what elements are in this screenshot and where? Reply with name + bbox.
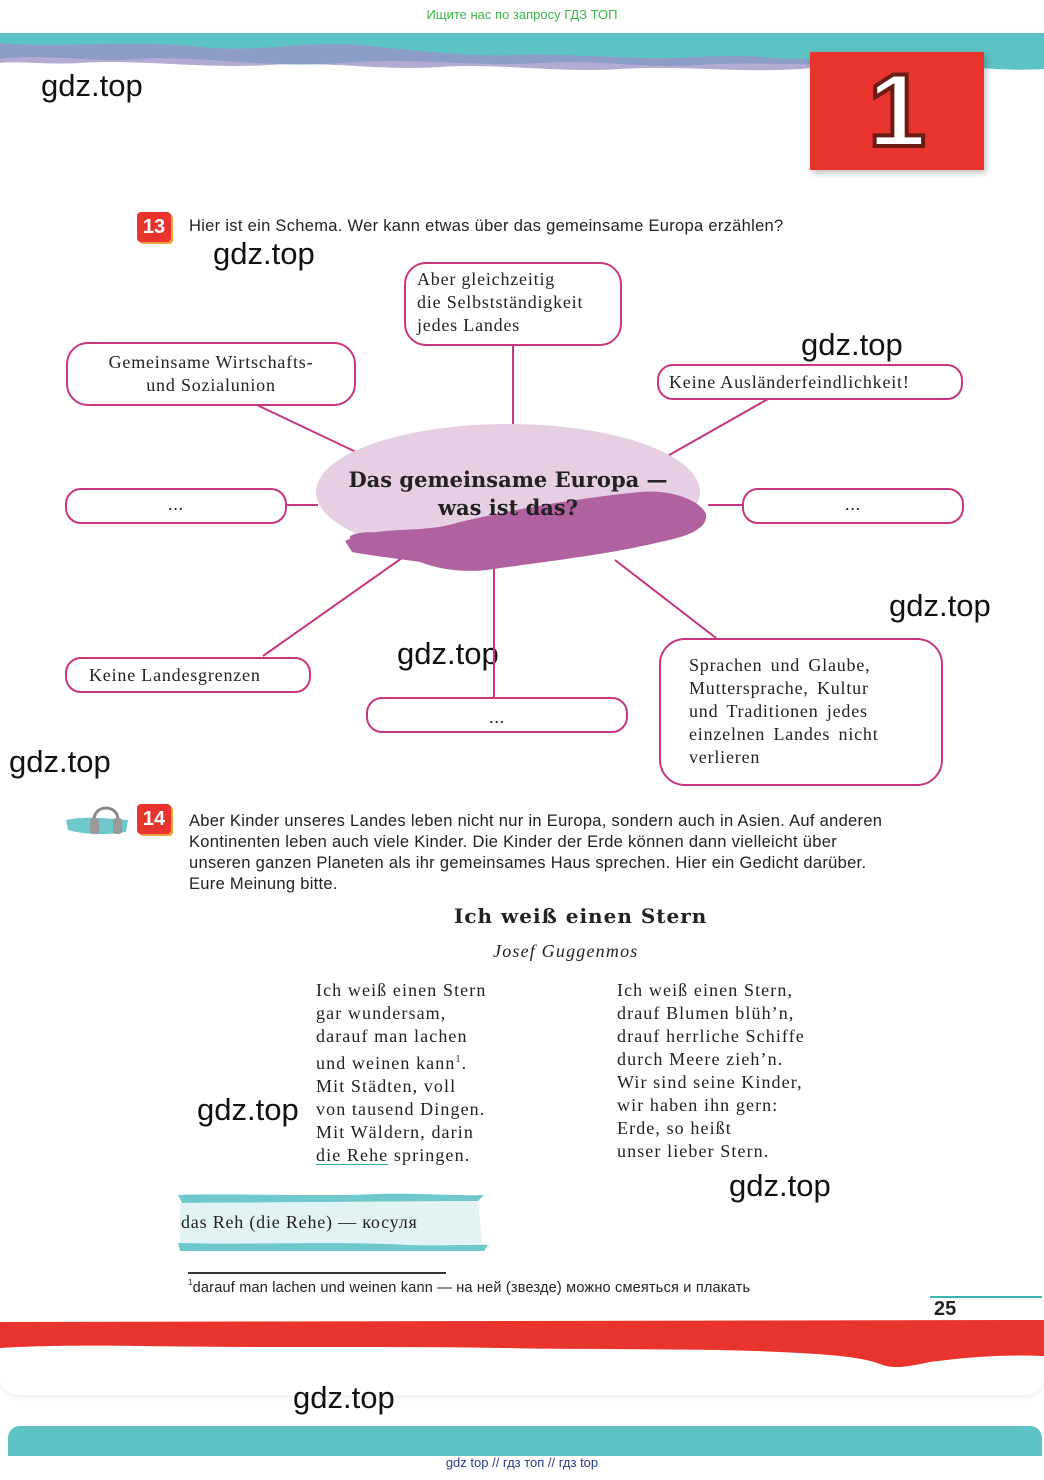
poem-right-column: Ich weiß einen Stern, drauf Blumen blüh’… <box>617 979 805 1163</box>
footnote-separator <box>188 1272 446 1274</box>
vocab-entry: das Reh (die Rehe) — косуля <box>181 1212 418 1232</box>
poem-line: drauf Blumen blüh’n, <box>617 1003 795 1023</box>
node-line: jedes Landes <box>417 315 521 335</box>
watermark: gdz.top <box>213 236 315 271</box>
poem-line-text: und weinen kann <box>316 1053 456 1073</box>
top-note: Ищите нас по запросу ГДЗ ТОП <box>426 7 618 22</box>
mindmap-center: Das gemeinsame Europa — was ist das? <box>318 466 698 522</box>
task-14-instruction: Aber Kinder unseres Landes leben nicht n… <box>189 811 979 895</box>
watermark: gdz.top <box>889 588 991 623</box>
footnote: 1darauf man lachen und weinen kann — на … <box>188 1278 750 1296</box>
node-line: Aber gleichzeitig <box>417 269 556 289</box>
mindmap-node-bottom-left: Keine Landesgrenzen <box>65 657 311 693</box>
task-14-line: Aber Kinder unseres Landes leben nicht n… <box>189 812 883 830</box>
poem-line: darauf man lachen <box>316 1026 468 1046</box>
poem-left-column: Ich weiß einen Stern gar wundersam, dara… <box>316 979 486 1167</box>
mindmap-node-top: Aber gleichzeitig die Selbstständigkeit … <box>404 262 622 346</box>
poem-line-text: springen. <box>393 1145 471 1165</box>
poem-author: Josef Guggenmos <box>493 941 639 961</box>
top-band-decoration <box>0 33 1044 71</box>
mindmap-center-line1: Das gemeinsame Europa — <box>348 467 668 492</box>
poem-line: von tausend Dingen. <box>316 1099 486 1119</box>
footnote-text: darauf man lachen und weinen kann — на н… <box>192 1280 751 1296</box>
headphones-icon <box>66 806 128 835</box>
watermark: gdz.top <box>397 636 499 671</box>
poem-line: und weinen kann1. <box>316 1048 486 1075</box>
watermark: gdz.top <box>729 1168 831 1203</box>
task-14-line: Eure Meinung bitte. <box>189 875 338 893</box>
task-13-instruction: Hier ist ein Schema. Wer kann etwas über… <box>189 217 784 235</box>
poem-line: durch Meere zieh’n. <box>617 1049 784 1069</box>
page-number-line <box>930 1296 1042 1298</box>
task-14-badge: 14 <box>137 804 171 834</box>
poem-title: Ich weiß einen Stern <box>454 904 708 928</box>
bottom-note: gdz top // гдз топ // гдз top <box>445 1455 599 1470</box>
task-14-line: Kontinenten leben auch viele Kinder. Die… <box>189 833 838 851</box>
poem-line: Wir sind seine Kinder, <box>617 1072 803 1092</box>
node-line: die Selbstständigkeit <box>417 292 584 312</box>
mindmap-node-mid-right: ... <box>742 488 964 524</box>
poem-line: Mit Städten, voll <box>316 1076 457 1096</box>
vocab-highlight: die Rehe <box>316 1145 389 1165</box>
mindmap-center-line2: was ist das? <box>437 495 579 520</box>
watermark: gdz.top <box>801 327 903 362</box>
bottom-band-decoration <box>0 1320 1044 1368</box>
node-line: und Sozialunion <box>146 375 276 395</box>
node-line: verlieren <box>689 747 761 767</box>
bottom-teal-band <box>8 1426 1042 1456</box>
watermark: gdz.top <box>9 744 111 779</box>
mindmap-node-bottom-mid: ... <box>366 697 628 733</box>
task-14-line: unseren ganzen Planeten als ihr gemeinsa… <box>189 854 867 872</box>
node-line: Gemeinsame Wirtschafts- <box>108 352 314 372</box>
mindmap-connectors <box>256 344 769 697</box>
poem-line: Erde, so heißt <box>617 1118 732 1138</box>
chapter-number-box: 1 <box>810 51 984 171</box>
watermark: gdz.top <box>41 68 143 103</box>
poem-line: gar wundersam, <box>316 1003 447 1023</box>
page-number: 25 <box>934 1298 957 1320</box>
watermark: gdz.top <box>293 1380 395 1415</box>
poem-line: drauf herrliche Schiffe <box>617 1026 805 1046</box>
node-line: einzelnen Landes nicht <box>689 724 879 744</box>
mindmap-node-bottom-right: Sprachen und Glaube, Muttersprache, Kult… <box>659 638 943 786</box>
footnote-mark: 1 <box>188 1278 193 1287</box>
node-line: und Traditionen jedes <box>689 701 868 721</box>
watermark: gdz.top <box>197 1092 299 1127</box>
node-line: Muttersprache, Kultur <box>689 678 869 698</box>
node-line: Sprachen und Glaube, <box>689 655 871 675</box>
mindmap-node-top-left: Gemeinsame Wirtschafts- und Sozialunion <box>66 342 356 406</box>
task-13-badge: 13 <box>137 212 171 242</box>
poem-line: Ich weiß einen Stern, <box>617 980 794 1000</box>
poem-line: die Rehe springen. <box>316 1144 486 1167</box>
chapter-number: 1 <box>866 51 928 171</box>
poem-line: wir haben ihn gern: <box>617 1095 779 1115</box>
vocab-box-background <box>178 1193 488 1251</box>
footnote-ref: 1 <box>455 1054 462 1065</box>
mindmap-node-mid-left: ... <box>65 488 287 524</box>
mindmap-node-top-right: Keine Ausländerfeindlichkeit! <box>657 364 963 400</box>
poem-line: unser lieber Stern. <box>617 1141 770 1161</box>
poem-line: Ich weiß einen Stern <box>316 980 487 1000</box>
poem-line-end: . <box>461 1053 468 1073</box>
poem-line: Mit Wäldern, darin <box>316 1122 474 1142</box>
